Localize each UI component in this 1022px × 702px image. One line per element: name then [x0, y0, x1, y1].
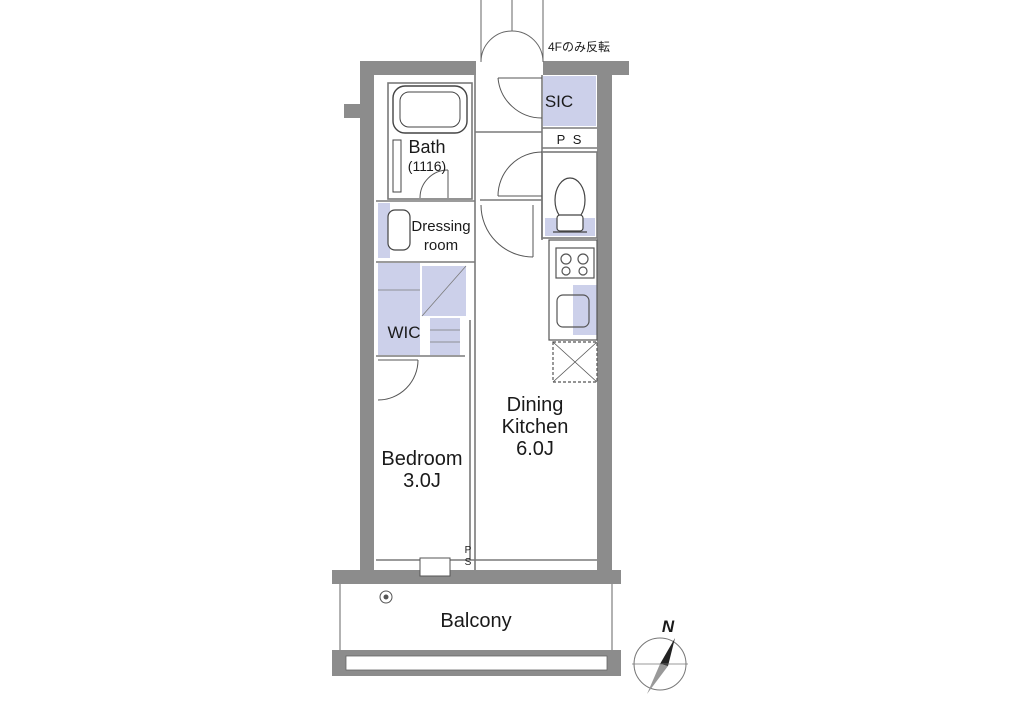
drain: [379, 590, 393, 604]
wic-label: WIC: [387, 323, 420, 342]
dressing-label-line2: room: [424, 237, 458, 254]
bath-fixtures: [387, 85, 468, 251]
ps-bottom-label-p: P: [465, 545, 472, 556]
kitchen-counter: [548, 239, 598, 383]
bathtub-inner: [399, 91, 461, 128]
door-swings: [377, 77, 543, 401]
outer-walls: [332, 61, 629, 584]
balcony: [332, 557, 621, 676]
balcony-label: Balcony: [440, 610, 511, 632]
ps-top-label: P S: [557, 132, 584, 147]
sic-label: SIC: [545, 92, 573, 111]
bath-label: Bath: [408, 137, 445, 157]
wall-left-stub: [344, 104, 362, 118]
fridge-space: [552, 341, 598, 383]
wall-top-right: [543, 61, 629, 75]
toilet-room-outline: [541, 151, 598, 239]
interior-walls: [376, 75, 598, 570]
counter-outline: [548, 239, 598, 341]
compass-north-label: N: [662, 617, 675, 636]
compass-needle: [660, 638, 675, 666]
wall-top-left: [360, 61, 476, 75]
dining-label-line1: Dining: [507, 394, 564, 416]
toilet-fixture: [553, 177, 587, 233]
washbasin-area: [378, 203, 390, 258]
wic-area: [378, 263, 420, 355]
bath-size-label: (1116): [408, 158, 446, 174]
wall-bottom: [332, 570, 621, 584]
bath-shelf: [392, 139, 402, 193]
washbasin-bowl: [387, 209, 411, 251]
bedroom-size-label: 3.0J: [403, 470, 441, 492]
dressing-label-line1: Dressing: [411, 218, 470, 235]
hatch-lines: [378, 265, 467, 343]
dining-label-line2: Kitchen: [502, 416, 569, 438]
wic-shelf: [430, 318, 460, 355]
entrance-door: [480, 0, 544, 63]
wall-left: [360, 61, 374, 571]
bedroom-label: Bedroom: [381, 448, 462, 470]
ps-bottom-label-s: S: [465, 557, 472, 568]
kitchen-sink: [556, 294, 590, 328]
wall-right: [597, 61, 612, 573]
bath-room-outline: [387, 82, 473, 200]
ac-unit: [419, 557, 451, 577]
stove: [555, 247, 595, 279]
sic-area: [543, 76, 596, 126]
dining-size-label: 6.0J: [516, 438, 554, 460]
floor-note: 4Fのみ反転: [548, 40, 610, 54]
compass: [632, 637, 688, 694]
